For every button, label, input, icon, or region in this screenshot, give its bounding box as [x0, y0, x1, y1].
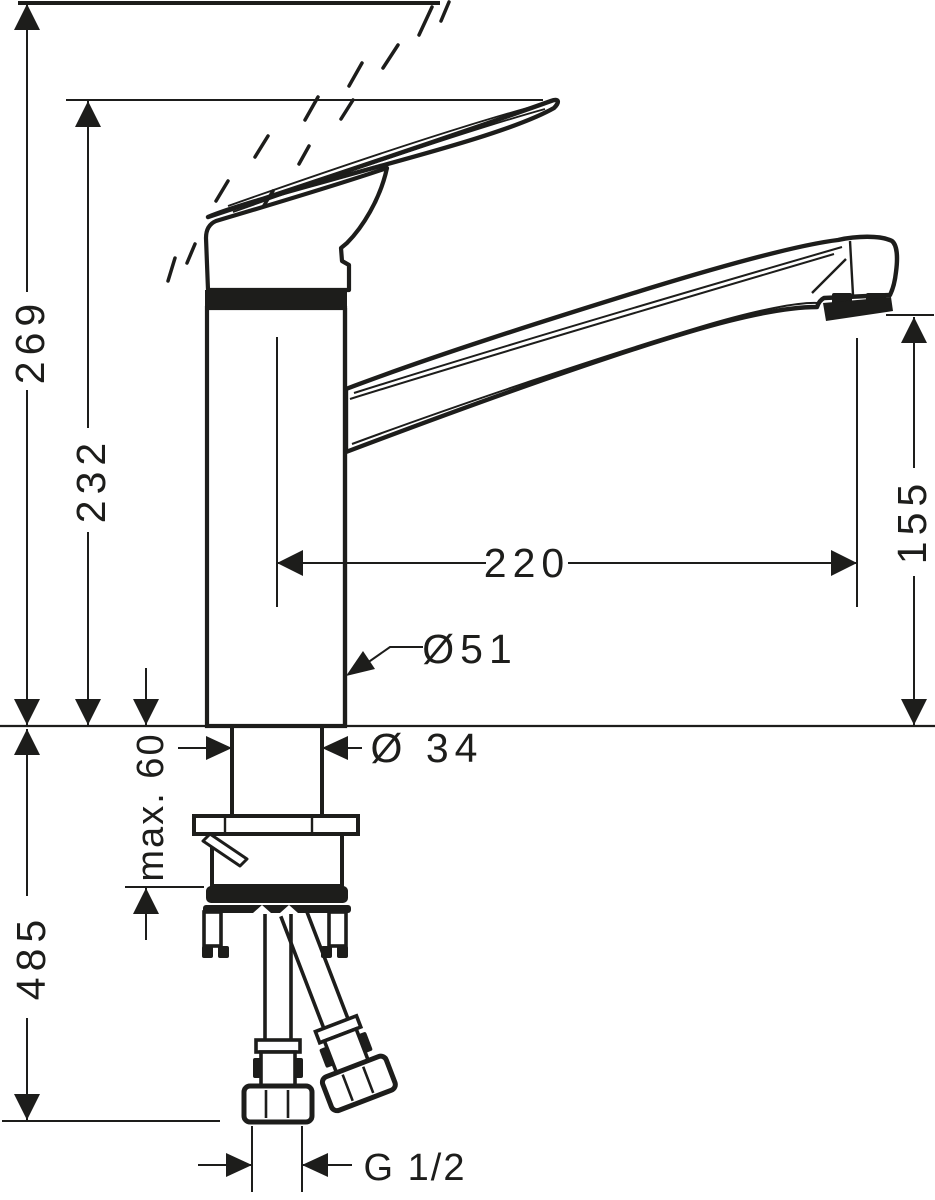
- stud-right: [327, 910, 348, 948]
- lever-handle: [205, 97, 560, 220]
- retaining-clip: [201, 832, 249, 868]
- flange-divisions: [223, 816, 314, 834]
- dimension-shank-diameter: Ø 34: [178, 725, 484, 771]
- dimension-spout-reach: 220: [277, 540, 857, 586]
- dim-label-485: 485: [8, 914, 54, 1000]
- aerator-outlet: [823, 297, 893, 321]
- mounting-flange: [192, 814, 360, 836]
- handle-cap: [203, 165, 390, 293]
- dimension-outlet-height: 155: [889, 317, 935, 725]
- foot-left-a: [202, 946, 213, 958]
- dim-label-max60: max. 60: [130, 732, 172, 881]
- lever-highlight-lines: [227, 103, 546, 213]
- shank: [230, 726, 324, 816]
- dim-label-g12: G 1/2: [364, 1147, 467, 1189]
- dimension-hose-length: 485: [8, 729, 54, 1120]
- foot-left-b: [218, 946, 229, 958]
- dim-label-155: 155: [889, 478, 935, 564]
- spout: [343, 234, 900, 455]
- stud-left: [202, 910, 223, 948]
- dim-label-232: 232: [68, 437, 114, 523]
- foot-right-b: [337, 946, 348, 958]
- dimensions: 269 232 220 155 Ø51: [7, 4, 935, 1189]
- dimension-lever-tip-height: 232: [68, 101, 114, 725]
- spout-highlight-lines: [349, 246, 843, 445]
- dim-label-d51: Ø51: [422, 626, 518, 672]
- dimension-body-diameter: Ø51: [346, 626, 518, 676]
- supply-hose-right: [279, 906, 398, 1114]
- supply-hose-left: [241, 914, 315, 1125]
- dim-label-d34: Ø 34: [371, 725, 484, 771]
- dimension-max-deck-thickness: max. 60: [130, 668, 172, 940]
- dim-label-220: 220: [484, 540, 570, 586]
- clamping-nut-upper: [206, 886, 348, 903]
- dimension-overall-height: 269: [7, 4, 53, 725]
- clamping-nut-lower: [203, 905, 351, 913]
- dim-label-269: 269: [7, 298, 53, 384]
- body-joint-band: [205, 290, 347, 308]
- dimension-connection-thread: G 1/2: [198, 1147, 467, 1189]
- aerator-face-lines: [811, 240, 855, 296]
- ext-lines-g12: [251, 1126, 303, 1192]
- g12-union-nut: [241, 1083, 315, 1125]
- nut-notches: [253, 905, 298, 913]
